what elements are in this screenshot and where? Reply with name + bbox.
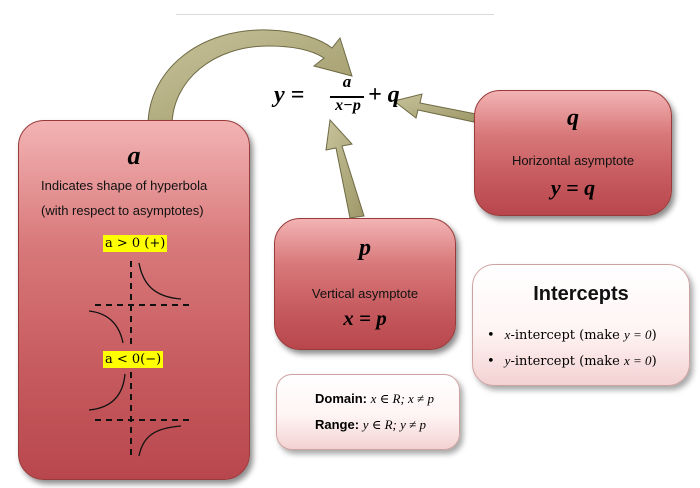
- negative-graph: [89, 372, 189, 460]
- intercept-y-var: y: [504, 353, 511, 368]
- intercept-x-close: ): [651, 328, 657, 343]
- equation-lhs: y =: [274, 82, 305, 108]
- arrow-a-to-equation: [147, 29, 353, 127]
- box-p: p Vertical asymptote x = p: [274, 218, 456, 350]
- intercept-x-var: x: [504, 327, 511, 342]
- box-q: q Horizontal asymptote y = q: [474, 90, 672, 216]
- intercepts-box: Intercepts •x-intercept (make y = 0) •y-…: [472, 264, 690, 386]
- intercept-x-text: -intercept (make: [510, 328, 625, 343]
- range-value: y ∈ R; y ≠ p: [362, 417, 427, 432]
- equation-rhs: + q: [368, 82, 400, 108]
- domain-label: Domain:: [315, 391, 367, 406]
- box-p-description: Vertical asymptote: [311, 286, 419, 301]
- box-q-letter: q: [567, 105, 579, 131]
- intercept-item-y: • y-intercept (make x = 0): [487, 353, 657, 369]
- box-q-description: Horizontal asymptote: [511, 153, 635, 168]
- bullet-icon: •: [487, 354, 495, 369]
- positive-graph: [89, 261, 189, 345]
- domain-row: Domain: x ∈ R; x ≠ p: [315, 391, 434, 407]
- fraction-bar: [330, 96, 364, 98]
- range-label: Range:: [315, 417, 360, 432]
- domain-range-box: Domain: x ∈ R; x ≠ p Range: y ∈ R; y ≠ p: [276, 374, 460, 450]
- domain-value: x ∈ R; x ≠ p: [370, 391, 434, 406]
- top-divider: [176, 14, 494, 15]
- box-a-line1: Indicates shape of hyperbola: [41, 178, 208, 193]
- box-a-line2: (with respect to asymptotes): [41, 203, 204, 218]
- arrow-q-to-equation: [392, 93, 477, 123]
- positive-label: a > 0 (+): [103, 235, 168, 252]
- box-q-formula: y = q: [550, 175, 596, 200]
- positive-label-text: a > 0 (+): [103, 235, 168, 252]
- negative-label: a < 0(−): [103, 351, 164, 368]
- arrow-p-to-equation: [325, 118, 365, 219]
- intercept-y-text: -intercept (make: [510, 354, 625, 369]
- negative-label-text: a < 0(−): [103, 351, 164, 368]
- box-a-letter: a: [127, 141, 141, 170]
- intercepts-title: Intercepts: [533, 283, 629, 305]
- range-row: Range: y ∈ R; y ≠ p: [315, 417, 426, 433]
- equation-numerator: a: [342, 72, 352, 91]
- bullet-icon: •: [487, 328, 495, 343]
- equation: y = a x−p + q: [274, 72, 404, 122]
- intercept-y-close: ): [651, 354, 657, 369]
- intercept-item-x: • x-intercept (make y = 0): [487, 327, 657, 343]
- equation-denominator: x−p: [335, 97, 361, 114]
- intercept-y-condition: x = 0: [624, 353, 652, 368]
- box-p-formula: x = p: [343, 306, 387, 330]
- box-a: a Indicates shape of hyperbola (with res…: [18, 120, 250, 480]
- intercept-x-condition: y = 0: [624, 327, 652, 342]
- box-p-letter: p: [359, 235, 371, 261]
